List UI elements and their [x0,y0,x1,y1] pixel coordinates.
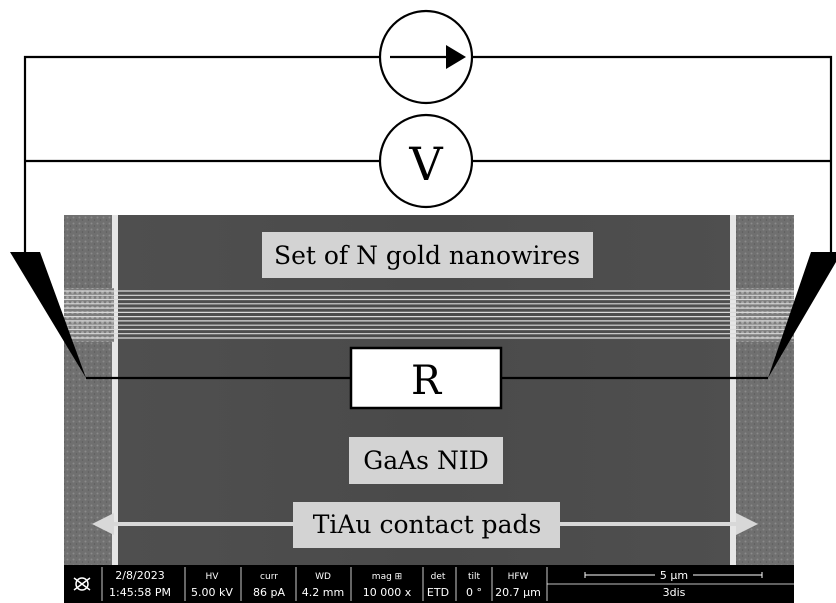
ammeter-wire-left [23,55,381,252]
databar-time: 1:45:58 PM [109,586,171,599]
annotation-labels: Set of N gold nanowires GaAs NID TiAu co… [92,232,758,548]
voltmeter-label: V [408,137,443,191]
databar-hfw-header: HFW [508,572,529,582]
right-pad-edge [730,215,736,565]
databar-hv-value: 5.00 kV [191,586,233,599]
voltmeter-symbol: V [378,113,474,209]
pad-arrow-right-head-icon [736,513,758,535]
substrate-label: GaAs NID [363,446,489,475]
databar-det-value: ETD [427,586,449,599]
contact-pads-label: TiAu contact pads [313,510,542,539]
databar-mag-value: 10 000 x [363,586,412,599]
circuit-overlay: V R [10,9,836,410]
databar-image-name: 3dis [663,586,686,599]
nanowires-label: Set of N gold nanowires [274,241,580,270]
databar-hfw-value: 20.7 µm [495,586,541,599]
databar-dividers [101,567,794,601]
fei-logo-icon [73,577,91,591]
left-contact-pad [64,215,114,565]
scale-bar-label: 5 µm [660,569,688,582]
databar-tilt-value: 0 ° [466,586,482,599]
ammeter-arrow-head-icon [446,45,466,69]
databar-hv-header: HV [206,572,220,582]
left-pad-edge [112,215,118,565]
ammeter-wire-right [472,55,833,252]
databar-date: 2/8/2023 [115,569,164,582]
resistor-label: R [411,358,443,404]
resistor-symbol: R [349,346,503,410]
right-probe-tip [768,252,836,378]
databar-cells: 2/8/2023 1:45:58 PM HV 5.00 kV curr 86 p… [109,569,763,599]
ammeter-symbol [378,9,474,105]
databar-curr-header: curr [260,572,278,582]
substrate-label-box [349,437,503,484]
right-contact-pad [734,215,794,565]
left-probe-tip [10,252,86,378]
nanowire-array [64,290,794,339]
contact-pads-label-box [293,502,560,548]
databar-det-header: det [431,572,446,582]
databar-wd-header: WD [315,572,331,582]
databar-curr-value: 86 pA [253,586,285,599]
databar-mag-header: mag ⊞ [372,572,402,582]
databar-tilt-header: tilt [468,572,481,582]
left-wire-landing [64,288,114,342]
databar-wd-value: 4.2 mm [302,586,344,599]
sem-databar: 2/8/2023 1:45:58 PM HV 5.00 kV curr 86 p… [64,565,794,603]
nanowires-label-box [262,232,593,278]
pad-arrow-left-head-icon [92,513,114,535]
